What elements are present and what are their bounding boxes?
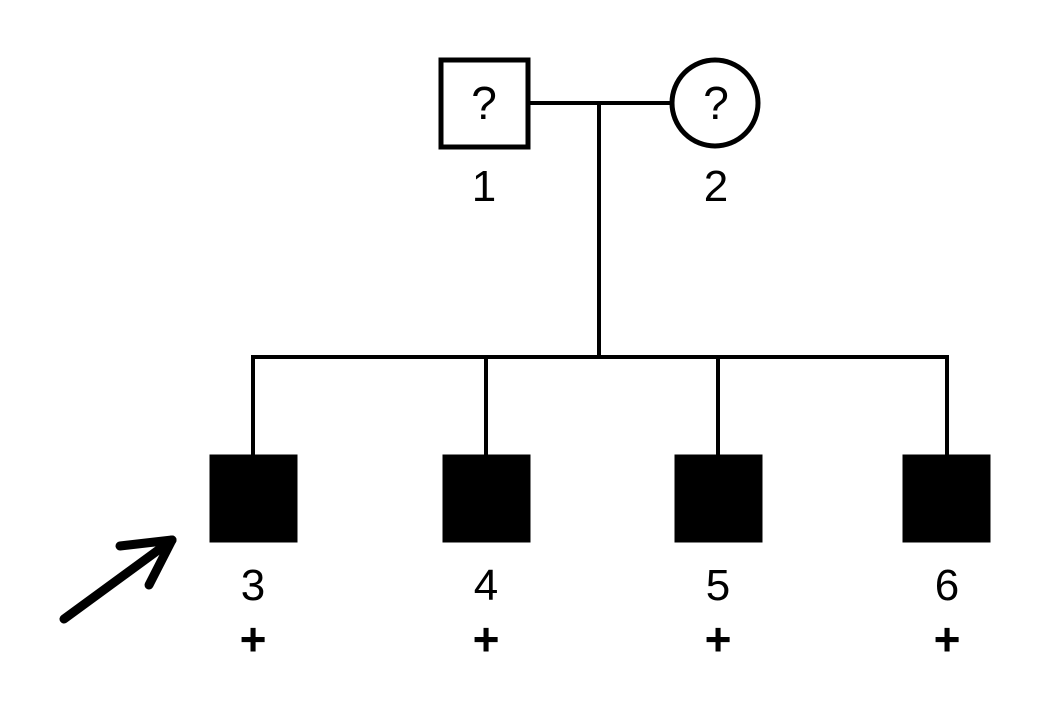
individual-4-id-label: 4	[474, 561, 498, 610]
individual-3-square[interactable]	[209, 454, 298, 543]
proband-arrow-icon	[59, 535, 177, 624]
individual-2-id-label: 2	[704, 162, 728, 211]
individual-5-square[interactable]	[674, 454, 763, 543]
individual-6-marker: +	[934, 613, 961, 665]
individual-6-id-label: 6	[935, 561, 959, 610]
individual-4-square[interactable]	[442, 454, 531, 543]
individual-3-id-label: 3	[241, 561, 265, 610]
individual-3-marker: +	[240, 613, 267, 665]
individual-1-id-label: 1	[472, 162, 496, 211]
individual-4-marker: +	[473, 613, 500, 665]
individual-5-marker: +	[705, 613, 732, 665]
individual-5-id-label: 5	[706, 561, 730, 610]
individual-1-status-text: ?	[471, 77, 497, 129]
individual-6-square[interactable]	[902, 454, 991, 543]
individual-2-status-text: ?	[703, 77, 729, 129]
individual-1-square[interactable]	[438, 57, 531, 150]
